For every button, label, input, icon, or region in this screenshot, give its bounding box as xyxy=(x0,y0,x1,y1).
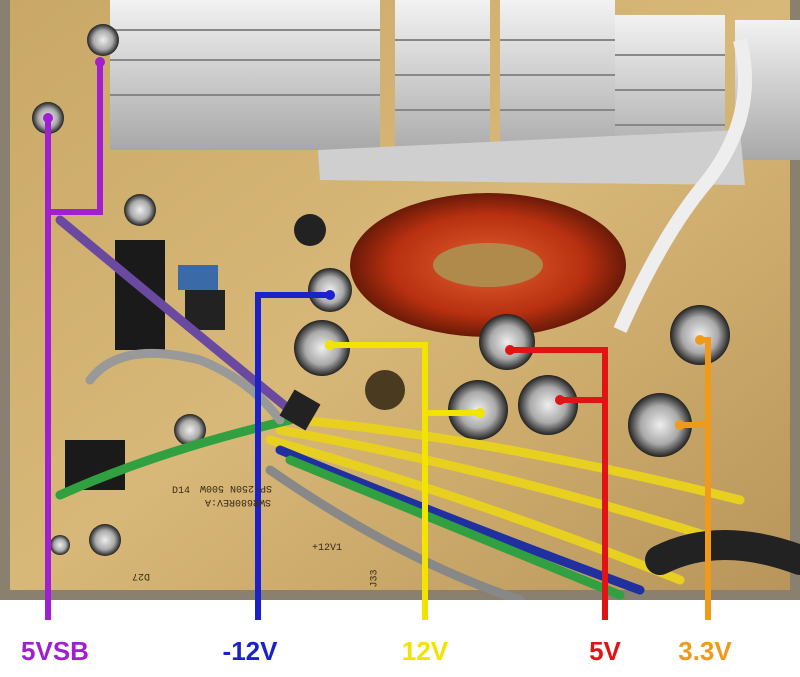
rail-label-5v: 5V xyxy=(589,636,621,666)
rail-dots xyxy=(43,57,705,430)
white-cable xyxy=(613,38,752,333)
rail-line-12v xyxy=(330,342,480,620)
board-marking-revision: SWR680REV:A xyxy=(205,496,272,507)
rail-label-5vsb: 5VSB xyxy=(21,636,89,666)
board-marking-d27: D27 xyxy=(132,570,151,581)
rail-line-5vsb xyxy=(45,62,103,620)
label-band xyxy=(0,600,800,677)
rail-line-minus12v xyxy=(255,292,330,620)
heatsinks xyxy=(110,0,800,185)
board-marking-j33: J33 xyxy=(369,569,381,588)
transformer xyxy=(185,290,225,330)
board-marking-d14: D14 xyxy=(172,486,191,497)
rail-line-5v xyxy=(510,347,608,620)
ic-chip xyxy=(115,240,165,350)
board-marking-model: SP-250N 500W xyxy=(200,482,273,493)
cable-tie xyxy=(279,389,321,431)
rail-label-3v3: 3.3V xyxy=(678,636,732,666)
rail-label-minus12v: -12V xyxy=(222,636,278,666)
rail-label-12v: 12V xyxy=(401,636,449,666)
capacitor-blue xyxy=(178,265,218,290)
board-marking-12v1: +12V1 xyxy=(312,543,343,554)
